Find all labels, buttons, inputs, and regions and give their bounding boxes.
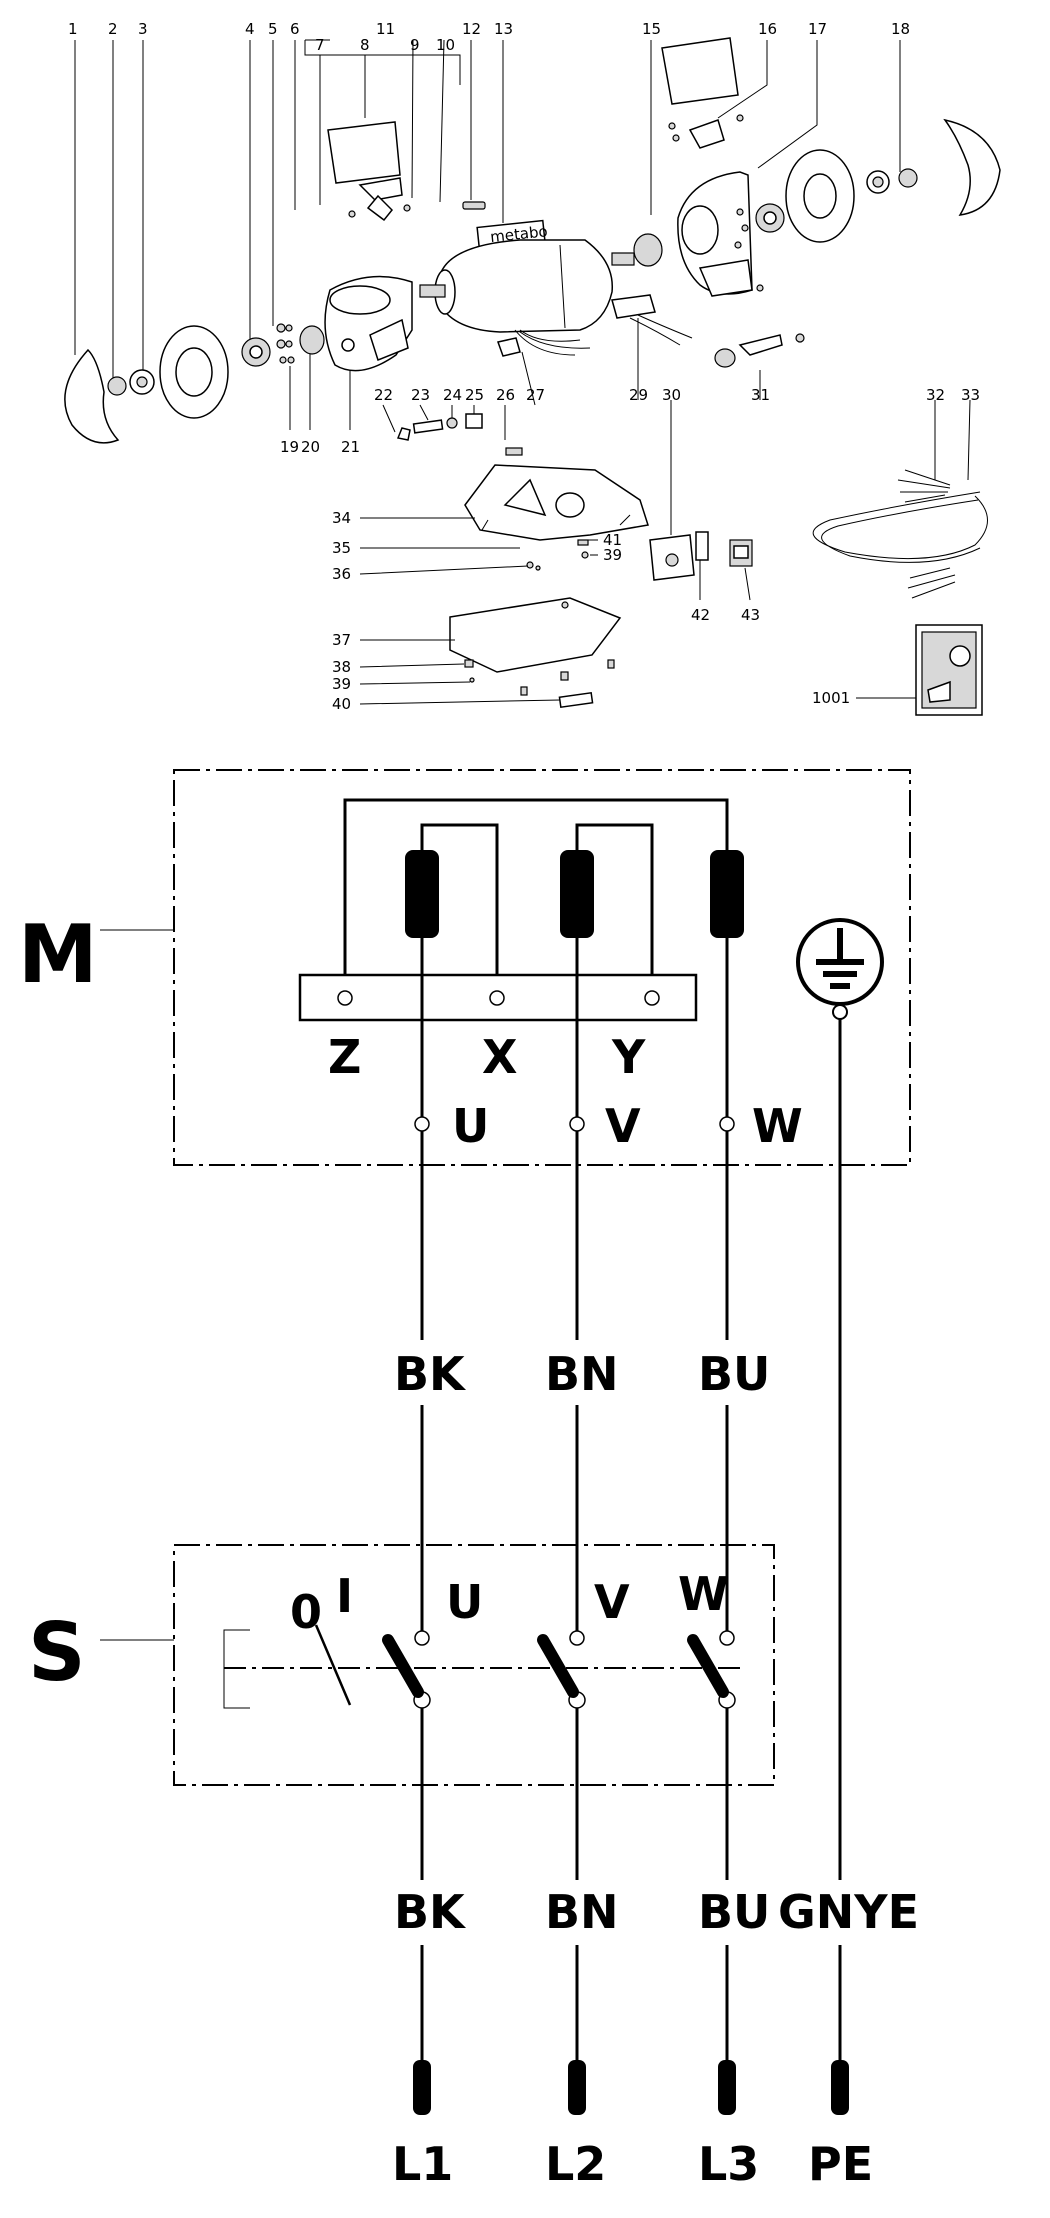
winding-u bbox=[405, 850, 439, 938]
callout-39b: 39 bbox=[603, 546, 622, 564]
switch-position-off: 0 bbox=[290, 1585, 322, 1639]
bottom-plate bbox=[449, 597, 622, 673]
switch-terminal-u: U bbox=[446, 1575, 483, 1629]
callout-17: 17 bbox=[808, 20, 827, 38]
motor-end-cap bbox=[633, 233, 663, 267]
switch-terminal-v: V bbox=[594, 1575, 630, 1629]
callout-4: 4 bbox=[245, 20, 255, 38]
callout-36: 36 bbox=[332, 565, 351, 583]
callout-6: 6 bbox=[290, 20, 300, 38]
callout-23: 23 bbox=[411, 386, 430, 404]
callout-13: 13 bbox=[494, 20, 513, 38]
callout-41: 41 bbox=[603, 531, 622, 549]
motor-symbol: M bbox=[18, 908, 98, 1001]
callout-5: 5 bbox=[268, 20, 278, 38]
callout-12: 12 bbox=[462, 20, 481, 38]
mid-wire-bn: BN bbox=[545, 1347, 619, 1401]
right-eye-shield bbox=[661, 37, 739, 105]
callout-42: 42 bbox=[691, 606, 710, 624]
plug-pin-l1 bbox=[413, 2060, 431, 2115]
callout-10: 10 bbox=[436, 36, 455, 54]
motor-terminal-v: V bbox=[605, 1099, 641, 1153]
winding-v bbox=[560, 850, 594, 938]
callout-15: 15 bbox=[642, 20, 661, 38]
supply-wire-bn: BN bbox=[545, 1885, 619, 1939]
supply-wire-bk: BK bbox=[394, 1885, 467, 1939]
supply-wire-bu: BU bbox=[698, 1885, 770, 1939]
left-eye-shield bbox=[327, 121, 401, 184]
callout-29: 29 bbox=[629, 386, 648, 404]
callout-20: 20 bbox=[301, 438, 320, 456]
left-wheel-guard bbox=[64, 348, 120, 444]
plug-pin-l3 bbox=[718, 2060, 736, 2115]
earth-ground-icon bbox=[796, 918, 884, 1020]
callout-43: 43 bbox=[741, 606, 760, 624]
terminal-x: X bbox=[482, 1030, 517, 1084]
callout-34: 34 bbox=[332, 509, 351, 527]
wiring-schematic: M Z X Y U V W bbox=[18, 769, 919, 2191]
switch-blade-w bbox=[687, 1634, 729, 1698]
flange-nut bbox=[107, 376, 127, 396]
callout-38: 38 bbox=[332, 658, 351, 676]
callout-16: 16 bbox=[758, 20, 777, 38]
callout-19: 19 bbox=[280, 438, 299, 456]
callout-37: 37 bbox=[332, 631, 351, 649]
line-pe: PE bbox=[808, 2137, 873, 2191]
callout-9: 9 bbox=[410, 36, 420, 54]
callout-27: 27 bbox=[526, 386, 545, 404]
switch-enclosure bbox=[173, 1544, 775, 1786]
motor-terminal-w: W bbox=[752, 1099, 803, 1153]
callout-30: 30 bbox=[662, 386, 681, 404]
exploded-parts-view: metabo bbox=[64, 37, 1001, 716]
callout-22: 22 bbox=[374, 386, 393, 404]
callout-26: 26 bbox=[496, 386, 515, 404]
callout-33: 33 bbox=[961, 386, 980, 404]
switch-blade-u bbox=[382, 1634, 424, 1698]
plug-pin-l2 bbox=[568, 2060, 586, 2115]
callout-7: 7 bbox=[315, 36, 325, 54]
switch-symbol: S bbox=[28, 1606, 86, 1699]
motor-enclosure bbox=[173, 769, 911, 1166]
callout-35: 35 bbox=[332, 539, 351, 557]
mid-wire-bk: BK bbox=[394, 1347, 467, 1401]
motor-terminal-u: U bbox=[452, 1099, 489, 1153]
callout-24: 24 bbox=[443, 386, 462, 404]
callout-labels: 1 2 3 4 5 6 7 8 9 10 11 12 13 15 16 17 1… bbox=[68, 20, 980, 713]
plug-pin-pe bbox=[831, 2060, 849, 2115]
callout-39a: 39 bbox=[332, 675, 351, 693]
motor-housing bbox=[439, 239, 614, 333]
callout-2: 2 bbox=[108, 20, 118, 38]
line-l2: L2 bbox=[545, 2137, 606, 2191]
callout-1: 1 bbox=[68, 20, 78, 38]
callout-8: 8 bbox=[360, 36, 370, 54]
callout-32: 32 bbox=[926, 386, 945, 404]
power-cable bbox=[812, 469, 988, 599]
callout-31: 31 bbox=[751, 386, 770, 404]
switch-blade-v bbox=[537, 1634, 579, 1698]
terminal-y: Y bbox=[611, 1030, 646, 1084]
line-l1: L1 bbox=[392, 2137, 453, 2191]
spacer-ring bbox=[299, 325, 325, 355]
line-l3: L3 bbox=[698, 2137, 759, 2191]
callout-1001: 1001 bbox=[812, 689, 850, 707]
switch-position-on: I bbox=[336, 1569, 353, 1623]
switch-terminal-w: W bbox=[678, 1567, 729, 1621]
supply-wire-gnye: GNYE bbox=[778, 1885, 919, 1939]
callout-21: 21 bbox=[341, 438, 360, 456]
callout-3: 3 bbox=[138, 20, 148, 38]
terminal-z: Z bbox=[328, 1030, 361, 1084]
callout-18: 18 bbox=[891, 20, 910, 38]
callout-40: 40 bbox=[332, 695, 351, 713]
mid-wire-bu: BU bbox=[698, 1347, 770, 1401]
right-wheel-guard bbox=[943, 118, 1001, 216]
callout-25: 25 bbox=[465, 386, 484, 404]
callout-11: 11 bbox=[376, 20, 395, 38]
winding-w bbox=[710, 850, 744, 938]
